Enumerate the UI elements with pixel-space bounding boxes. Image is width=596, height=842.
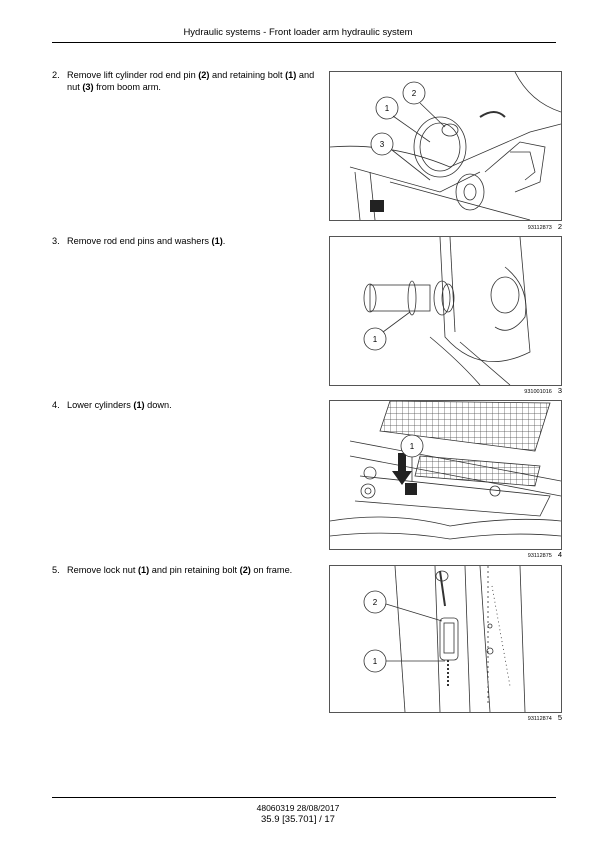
figure-4-illustration: 1 [329, 400, 562, 550]
figure-2-illustration: 1 2 3 [329, 71, 562, 221]
callout-1: 1 [410, 442, 415, 451]
step-5: 5. Remove lock nut (1) and pin retaining… [52, 565, 317, 577]
step-number: 5. [52, 565, 60, 575]
figure-number: 3 [557, 386, 562, 395]
step-number: 3. [52, 236, 60, 246]
step-3: 3. Remove rod end pins and washers (1). [52, 236, 317, 248]
figure-number: 5 [557, 713, 562, 722]
step-text: Lower cylinders (1) down. [67, 400, 172, 410]
image-id: 93112875 [527, 553, 552, 559]
image-id: 93112873 [527, 225, 552, 231]
callout-1: 1 [373, 335, 378, 344]
footer-page-ref: 35.9 [35.701] / 17 [261, 814, 335, 825]
header-rule [52, 42, 556, 43]
footer-doc-ref: 48060319 28/08/2017 [256, 803, 340, 813]
image-id: 93112874 [527, 716, 552, 722]
callout-2: 2 [373, 598, 378, 607]
figure-5-caption: 93112874 5 [329, 713, 562, 722]
figure-2-caption: 93112873 2 [329, 222, 562, 231]
footer-rule [52, 797, 556, 798]
figure-number: 2 [557, 222, 562, 231]
step-number: 4. [52, 400, 60, 410]
callout-2: 2 [412, 89, 417, 98]
figure-3-illustration: 1 [329, 236, 562, 386]
step-text: Remove lock nut (1) and pin retaining bo… [67, 565, 293, 575]
step-text: Remove lift cylinder rod end pin (2) and… [67, 70, 315, 92]
callout-1: 1 [373, 657, 378, 666]
figure-4-caption: 93112875 4 [329, 550, 562, 559]
step-4: 4. Lower cylinders (1) down. [52, 400, 317, 412]
figure-number: 4 [557, 550, 562, 559]
image-id: 931001016 [524, 389, 552, 395]
figure-5-illustration: 2 1 [329, 565, 562, 713]
step-text: Remove rod end pins and washers (1). [67, 236, 226, 246]
step-2: 2. Remove lift cylinder rod end pin (2) … [52, 70, 317, 93]
step-number: 2. [52, 70, 60, 80]
page-header-title: Hydraulic systems - Front loader arm hyd… [183, 27, 413, 38]
callout-3: 3 [380, 140, 385, 149]
callout-1: 1 [385, 104, 390, 113]
figure-3-caption: 931001016 3 [329, 386, 562, 395]
